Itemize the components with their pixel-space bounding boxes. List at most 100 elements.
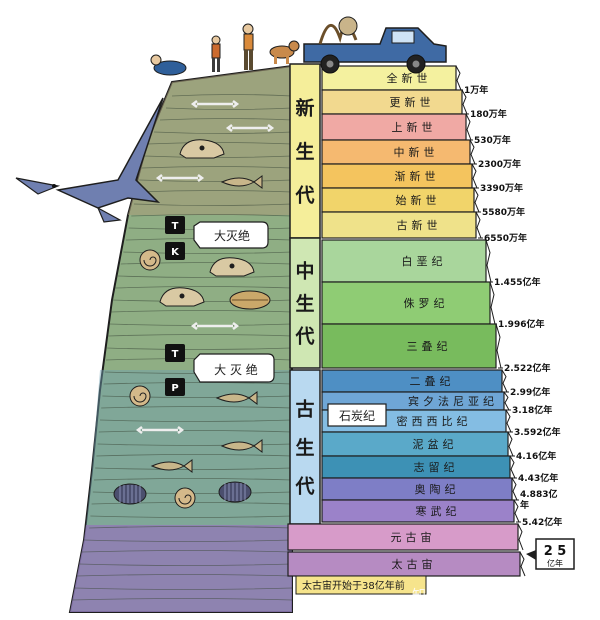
- period-bar: 古新世: [322, 212, 481, 238]
- age-label: 3390万年: [474, 182, 523, 194]
- period-label: 寒武纪: [416, 504, 461, 518]
- bar-edge: [472, 164, 477, 188]
- bar-edge: [510, 456, 515, 478]
- era-cenozoic: 新生代: [290, 64, 320, 238]
- period-bar: 二叠纪: [322, 370, 507, 392]
- age-text: 5580万年: [482, 206, 525, 218]
- period-label: 三叠纪: [407, 340, 452, 353]
- era-label-char: 古: [295, 398, 314, 421]
- period-bar: 元古宙: [288, 524, 523, 550]
- period-bar: 白垩纪: [322, 240, 491, 282]
- bar-edge: [456, 66, 461, 90]
- extinction-label-kt: 大灭绝: [214, 228, 250, 243]
- bar-edge: [504, 392, 509, 410]
- era-label-char: 生: [295, 140, 314, 163]
- period-label: 二叠纪: [410, 375, 455, 388]
- age-text: 年: [520, 499, 529, 511]
- age-text: 3.592亿年: [514, 426, 560, 438]
- period-label: 宾夕法尼亚纪: [408, 394, 498, 408]
- period-label: 白垩纪: [402, 254, 447, 268]
- carboniferous-label: 石炭纪: [339, 409, 375, 423]
- ammonite-icon: [175, 488, 195, 508]
- bar-edge: [476, 212, 481, 238]
- dog-icon: [270, 41, 299, 64]
- age-text: 2300万年: [478, 158, 521, 170]
- carboniferous-callout: 石炭纪: [328, 404, 386, 426]
- bar-edge: [506, 410, 511, 432]
- trilobite-icon: [114, 484, 146, 504]
- age-label: 3.18亿年: [506, 404, 552, 416]
- cliff: [70, 66, 292, 612]
- age-label: 4.883亿年: [514, 488, 557, 511]
- era-label-char: 中: [295, 260, 314, 283]
- period-bar: 志留纪: [322, 456, 515, 478]
- period-label: 上新世: [392, 120, 437, 134]
- period-label: 始新世: [396, 193, 441, 207]
- age-text: 3.18亿年: [512, 404, 552, 416]
- period-bar: 渐新世: [322, 164, 477, 188]
- period-bar: 上新世: [322, 114, 471, 140]
- age-text: 530万年: [474, 134, 511, 146]
- bar-edge: [486, 240, 491, 282]
- period-label: 密西西比纪: [397, 414, 472, 428]
- period-bar: 中新世: [322, 140, 475, 164]
- age-label: 2.522亿年: [498, 362, 550, 374]
- bar-edge: [496, 324, 501, 368]
- precambrian-value: 2 5: [544, 544, 567, 559]
- period-bar: 奥陶纪: [322, 478, 517, 500]
- badge-p-label: P: [171, 383, 178, 394]
- bar-edge: [508, 432, 513, 456]
- age-text: 4.16亿年: [516, 450, 556, 462]
- age-text: 6550万年: [484, 232, 527, 244]
- badge-k-label: K: [171, 247, 180, 258]
- era-paleozoic: 古生代: [290, 370, 320, 524]
- age-text: 180万年: [470, 108, 507, 120]
- bar-edge: [520, 552, 525, 576]
- bar-edge: [474, 188, 479, 212]
- period-label: 更新世: [390, 95, 435, 109]
- age-label: 3.592亿年: [508, 426, 560, 438]
- age-label: 1.996亿年: [492, 318, 544, 330]
- period-bar: 更新世: [322, 90, 467, 114]
- era-label-char: 新: [295, 97, 314, 120]
- age-text: 2.522亿年: [504, 362, 550, 374]
- period-label: 中新世: [394, 145, 439, 159]
- age-label: 530万年: [468, 134, 511, 146]
- era-mesozoic: 中生代: [290, 238, 320, 368]
- period-label: 全新世: [387, 71, 432, 85]
- period-bar: 太古宙: [288, 552, 525, 576]
- age-text: 1.996亿年: [498, 318, 544, 330]
- precambrian-age-box: 2 5 亿年: [526, 539, 574, 569]
- period-label: 志留纪: [414, 461, 459, 474]
- footnote-text: 太古宙开始于38亿年前: [302, 579, 405, 592]
- bar-edge: [514, 500, 519, 522]
- age-text: 3390万年: [480, 182, 523, 194]
- period-bar: 始新世: [322, 188, 479, 212]
- watermark: 知乎 @chromatogram: [412, 587, 562, 604]
- era-label-char: 代: [294, 326, 314, 348]
- period-bar: 侏罗纪: [322, 282, 495, 324]
- period-label: 渐新世: [395, 169, 440, 183]
- period-label: 泥盆纪: [413, 437, 458, 451]
- period-label: 侏罗纪: [404, 297, 449, 310]
- period-bar: 寒武纪: [322, 500, 519, 522]
- age-text: 1万年: [464, 84, 488, 96]
- pointer-icon: [526, 550, 536, 560]
- era-label-char: 生: [295, 292, 314, 315]
- age-text: 4.43亿年: [518, 472, 558, 484]
- era-label-char: 生: [295, 436, 314, 459]
- trilobite-icon: [219, 482, 251, 502]
- badge-t-label: T: [172, 221, 179, 232]
- period-bar: 全新世: [322, 66, 461, 90]
- period-label: 古新世: [397, 218, 442, 232]
- era-label-char: 代: [294, 476, 314, 498]
- age-text: 2.99亿年: [510, 386, 550, 398]
- age-label: 180万年: [464, 108, 507, 120]
- period-label: 元古宙: [391, 530, 436, 544]
- cliff-band-top: [128, 66, 292, 215]
- age-text: 1.455亿年: [494, 276, 540, 288]
- age-label: 4.16亿年: [510, 450, 556, 462]
- age-label: 6550万年: [478, 232, 527, 244]
